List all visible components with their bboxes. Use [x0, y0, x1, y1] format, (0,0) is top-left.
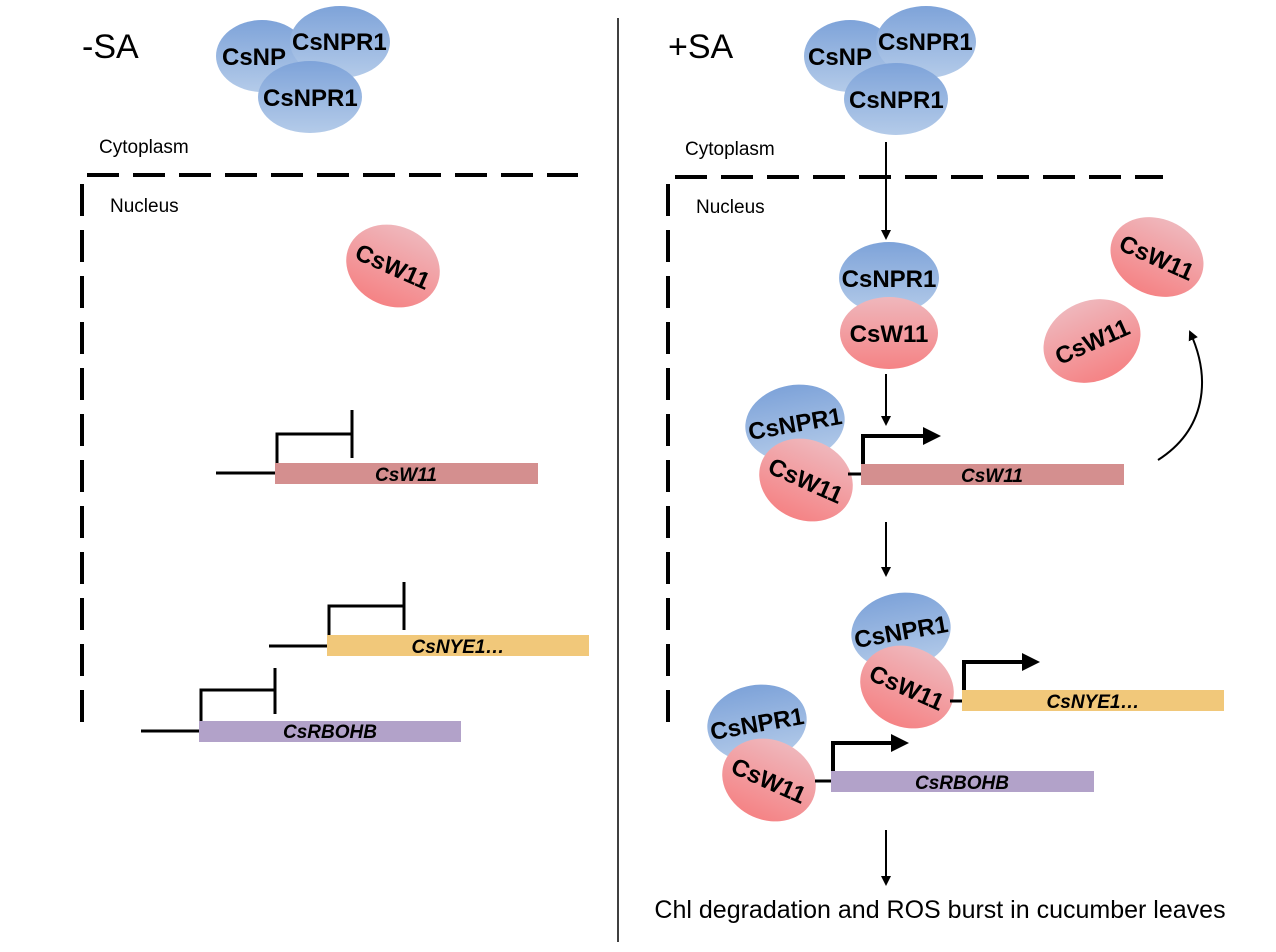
- npr1-protein: CsNPR1: [844, 63, 948, 135]
- w11-protein: CsW11: [346, 224, 440, 308]
- npr1-label: CsNPR1: [842, 266, 937, 293]
- gene-csrbohb-label: CsRBOHB: [915, 773, 1009, 794]
- repressed-promoter: [275, 410, 354, 463]
- npr1-label: CsNPR1: [292, 29, 387, 56]
- w11-protein: CsW11: [860, 645, 954, 729]
- gene-csw11-label: CsW11: [961, 466, 1023, 487]
- cytoplasm-label: Cytoplasm: [99, 137, 189, 158]
- repressed-promoter: [327, 582, 406, 635]
- plus-sa-panel: +SA CsNP CsNPR1 CsNPR1 Cytoplasm Nucleus: [654, 6, 1226, 924]
- minus-sa-panel: -SA CsNP CsNPR1 CsNPR1 Cytoplasm Nucleus…: [80, 6, 589, 743]
- w11-protein: CsW11: [759, 438, 853, 522]
- nuclear-envelope: [80, 173, 578, 722]
- gene-csrbohb: CsNPR1 CsW11 CsRBOHB: [707, 684, 1094, 822]
- active-promoter-arrow: [831, 741, 893, 771]
- w11-protein: CsW11: [840, 297, 938, 369]
- gene-csnye1-label: CsNYE1…: [1047, 692, 1140, 713]
- gene-csw11: CsW11: [216, 410, 538, 486]
- npr1-label: CsNP: [222, 44, 286, 71]
- outcome-text: Chl degradation and ROS burst in cucumbe…: [654, 896, 1225, 924]
- gene-csnye1-label: CsNYE1…: [412, 637, 505, 658]
- minus-sa-label: -SA: [82, 28, 139, 66]
- w11-label: CsW11: [850, 321, 929, 348]
- npr1-label: CsNPR1: [849, 87, 944, 114]
- nucleus-label: Nucleus: [110, 196, 179, 217]
- gene-csrbohb: CsRBOHB: [141, 668, 461, 743]
- nuclear-envelope: [666, 175, 1163, 722]
- plus-sa-label: +SA: [668, 28, 734, 66]
- cytoplasm-label: Cytoplasm: [685, 139, 775, 160]
- npr1-oligomer: CsNP CsNPR1 CsNPR1: [804, 6, 976, 135]
- gene-csnye1: CsNPR1 CsW11 CsNYE1…: [851, 592, 1224, 729]
- active-promoter-arrow: [861, 434, 925, 464]
- w11-protein: CsW11: [1043, 299, 1141, 383]
- npr1-label: CsNPR1: [263, 85, 358, 112]
- gene-csw11-label: CsW11: [375, 465, 437, 486]
- npr1-protein: CsNPR1: [258, 61, 362, 133]
- npr1-w11-complex: CsNPR1 CsW11: [839, 242, 939, 369]
- nucleus-label: Nucleus: [696, 197, 765, 218]
- gene-csnye1: CsNYE1…: [269, 582, 589, 658]
- repressed-promoter: [199, 668, 277, 721]
- npr1-protein: CsNPR1: [876, 6, 976, 78]
- active-promoter-arrow: [962, 660, 1024, 690]
- npr1-oligomer: CsNP CsNPR1 CsNPR1: [216, 6, 390, 133]
- gene-csrbohb-label: CsRBOHB: [283, 722, 377, 743]
- npr1-protein: CsNPR1: [839, 242, 939, 314]
- npr1-label: CsNPR1: [878, 29, 973, 56]
- npr1-label: CsNP: [808, 44, 872, 71]
- w11-protein: CsW11: [1110, 217, 1204, 297]
- gene-csw11: CsNPR1 CsW11 CsW11: [745, 384, 1124, 522]
- npr1-protein: CsNPR1: [290, 6, 390, 78]
- npr1-protein: CsNPR1: [851, 592, 951, 670]
- w11-protein: CsW11: [722, 738, 816, 822]
- feedback-arrow: [1157, 330, 1203, 461]
